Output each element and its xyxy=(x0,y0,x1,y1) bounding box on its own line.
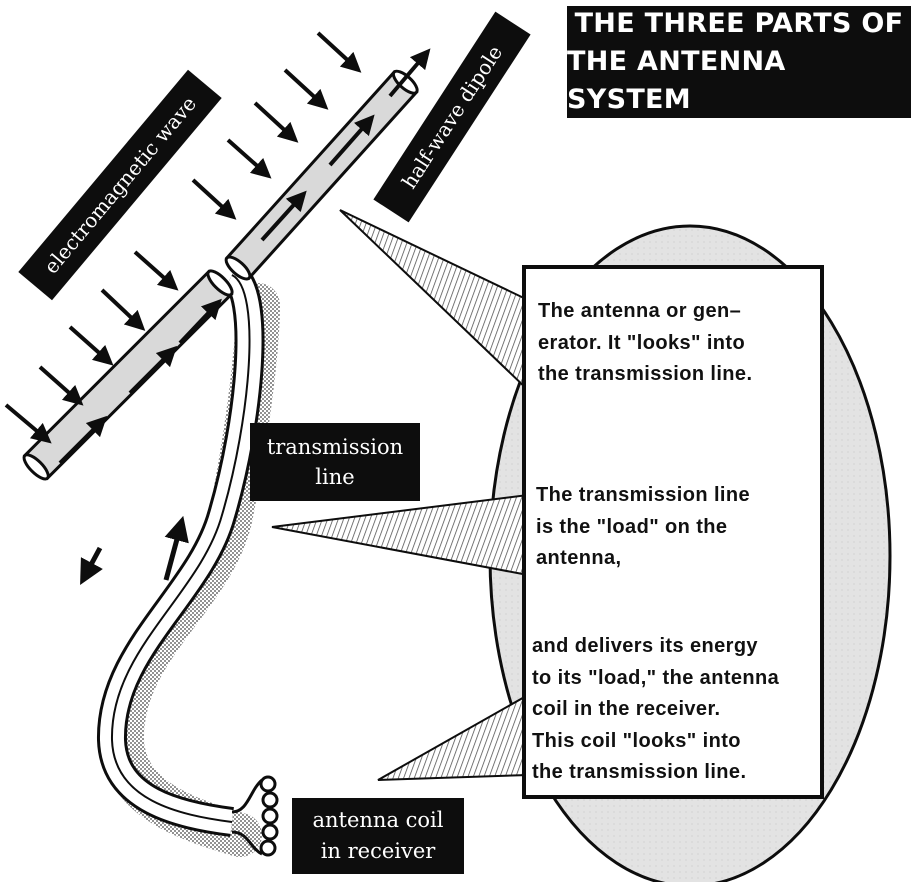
down-current-arrow xyxy=(80,546,103,586)
line-callout-pointer xyxy=(271,493,529,577)
coil-description: and delivers its energy to its "load," t… xyxy=(532,635,780,783)
up-current-arrow xyxy=(163,515,189,581)
transmission-line-label: transmission line xyxy=(250,423,420,501)
antenna-callout-pointer xyxy=(339,209,529,393)
description-panel xyxy=(522,265,824,799)
antenna-description: The antenna or gen– erator. It "looks" i… xyxy=(538,300,753,385)
title-box: THE THREE PARTS OF THE ANTENNA SYSTEM xyxy=(567,6,911,118)
antenna-coil-label: antenna coil in receiver xyxy=(292,798,464,874)
dipole-current-arrows xyxy=(58,48,431,465)
transmission-line-description: The transmission line is the "load" on t… xyxy=(536,484,751,569)
title-line-1: THE THREE PARTS OF xyxy=(574,8,904,39)
coil-callout-pointer xyxy=(377,693,529,781)
electromagnetic-wave-arrows xyxy=(4,31,362,444)
antenna-coil xyxy=(231,775,279,857)
title-line-2: THE ANTENNA SYSTEM xyxy=(567,46,786,115)
